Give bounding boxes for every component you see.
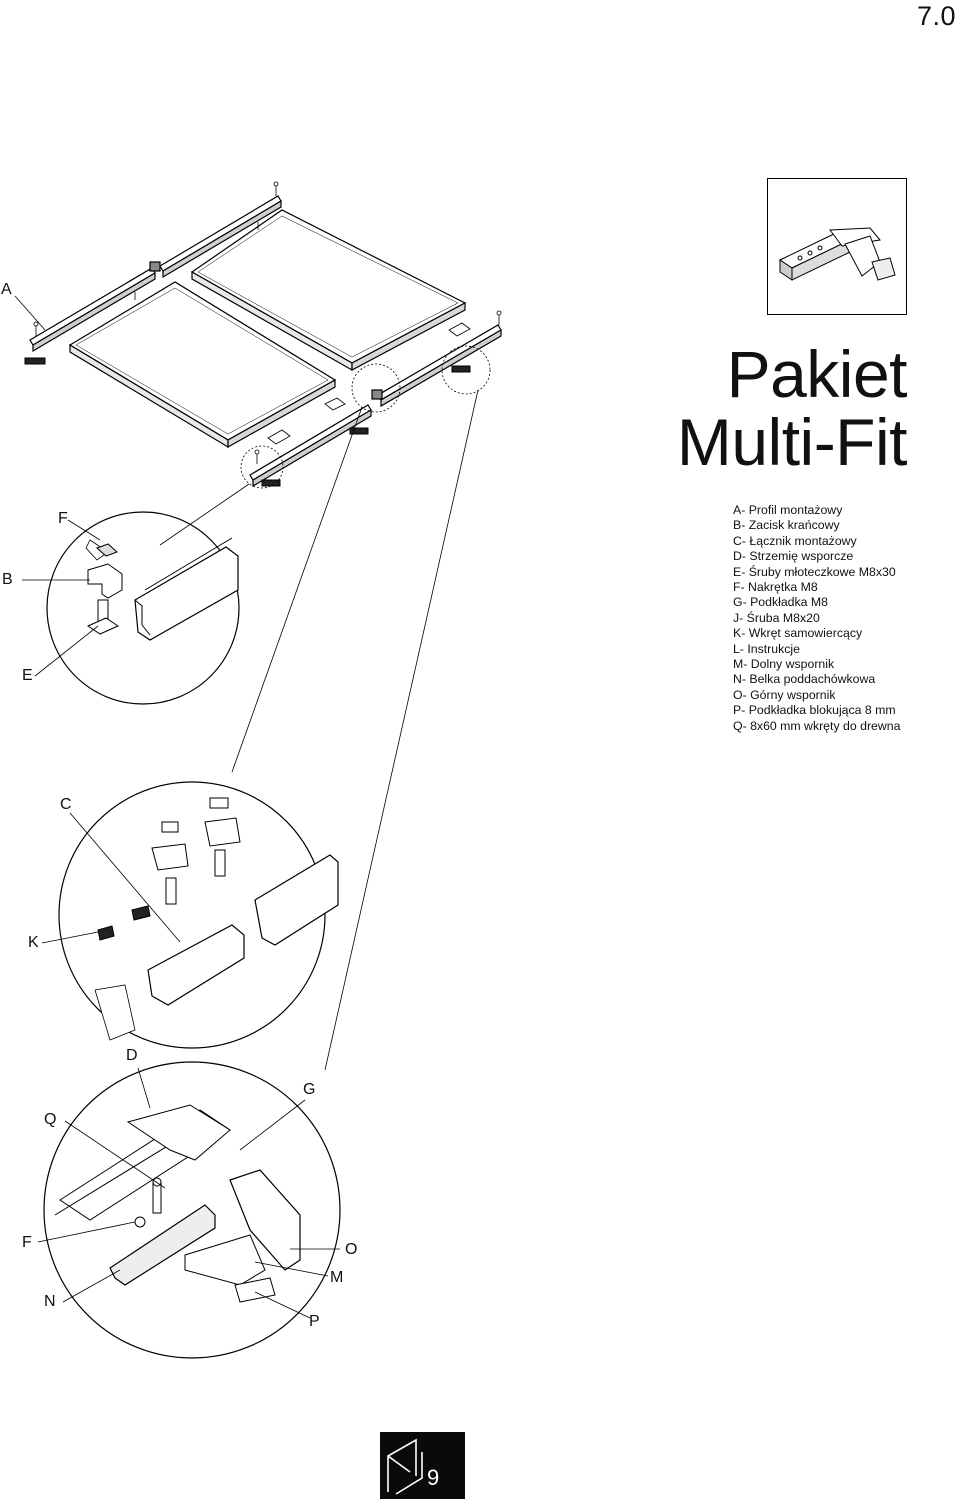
callout-label: G	[303, 1081, 316, 1098]
parts-list-item: B- Zacisk krańcowy	[733, 518, 840, 533]
detail-marker-1	[240, 445, 284, 489]
parts-list-item: F- Nakrętka M8	[733, 580, 818, 595]
mounting-rail-back	[29, 195, 282, 353]
parts-list-item: C- Łącznik montażowy	[733, 533, 857, 548]
product-box-frame	[767, 178, 907, 315]
callout-label: K	[28, 934, 39, 951]
parts-list-item: G- Podkładka M8	[733, 595, 829, 610]
detail-circle-end-clamp	[46, 511, 240, 705]
parts-list-item: Q- 8x60 mm wkręty do drewna	[733, 718, 901, 733]
parts-list-item: L- Instrukcje	[733, 641, 800, 656]
parts-list-item: D- Strzemię wsporcze	[733, 549, 854, 564]
callout-label: P	[309, 1313, 320, 1330]
mounting-rail-front	[249, 324, 502, 488]
parts-list-item: E- Śruby młoteczkowe M8x30	[733, 564, 896, 579]
callout-label: F	[22, 1234, 32, 1251]
parts-list-item: P- Podkładka blokująca 8 mm	[733, 703, 896, 718]
parts-list-item: M- Dolny wspornik	[733, 657, 835, 672]
callout-label: E	[22, 667, 33, 684]
solar-panel-left	[68, 281, 337, 449]
page-title: Pakiet Multi-Fit	[676, 337, 908, 479]
callout-label: N	[44, 1293, 56, 1310]
solar-panel-right	[190, 209, 467, 372]
detail-marker-3	[441, 345, 491, 395]
version-number: 7.0	[916, 1, 956, 31]
roof-hooks-small	[24, 357, 471, 487]
brand-icon	[387, 1438, 423, 1495]
product-illustration	[778, 227, 896, 281]
parts-list-item: J- Śruba M8x20	[733, 610, 820, 625]
rail-bolts	[33, 181, 502, 464]
detail-circle-connector	[58, 781, 339, 1049]
parts-list-item: K- Wkręt samowiercący	[733, 626, 863, 641]
detail-circle-roof-hook	[43, 1061, 341, 1359]
callout-label: B	[2, 571, 13, 588]
title-line-2: Multi-Fit	[676, 405, 908, 479]
callout-label: C	[60, 796, 72, 813]
parts-list-item: A- Profil montażowy	[733, 503, 843, 517]
callout-label: F	[58, 510, 68, 527]
parts-list: A- Profil montażowy B- Zacisk krańcowy C…	[733, 503, 900, 734]
callout-label: M	[330, 1269, 344, 1286]
parts-list-item: N- Belka poddachówkowa	[733, 672, 876, 687]
callout-label: O	[345, 1241, 358, 1258]
clamp-pads	[267, 322, 471, 445]
title-line-1: Pakiet	[726, 337, 908, 411]
parts-list-item: O- Górny wspornik	[733, 687, 836, 702]
callout-label: Q	[44, 1111, 57, 1128]
callout-label: A	[1, 281, 12, 298]
detail-marker-2	[351, 363, 401, 413]
page-number: 9	[427, 1465, 440, 1490]
callout-label: D	[126, 1047, 138, 1064]
